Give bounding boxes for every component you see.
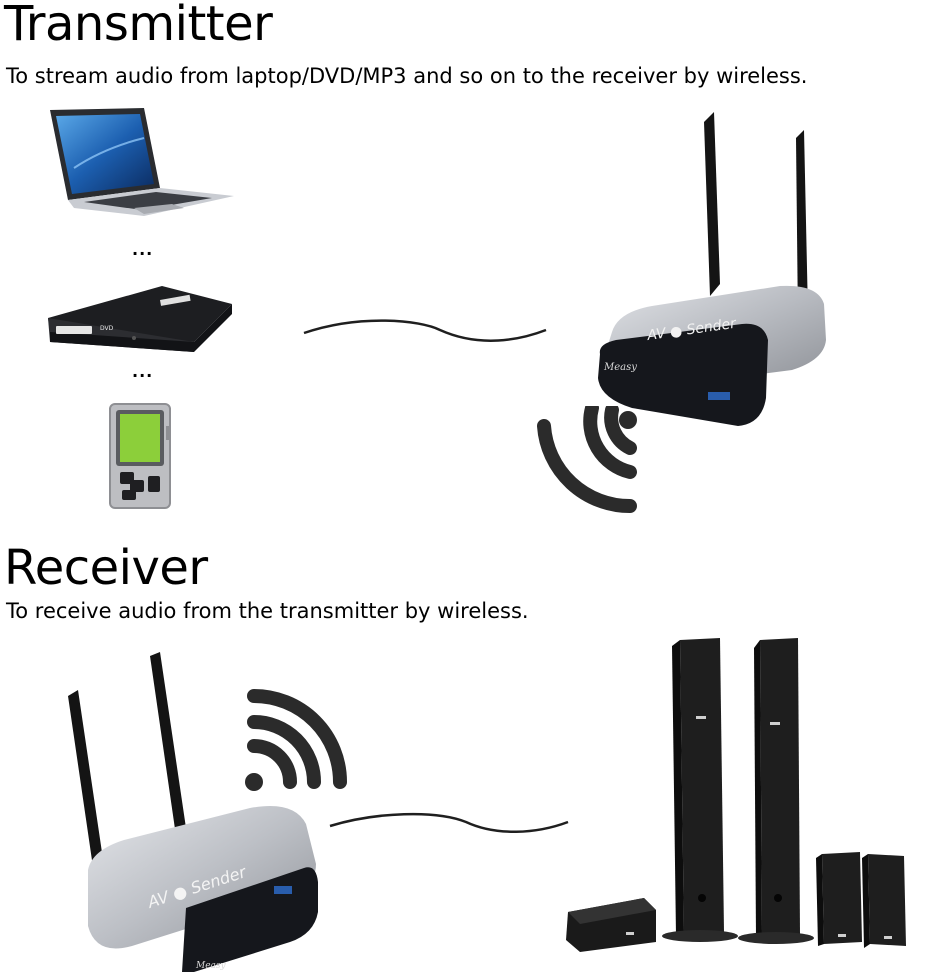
wireless-signal-icon bbox=[245, 689, 347, 791]
receiver-device: AV ● Sender Measy bbox=[68, 652, 318, 972]
laptop-icon bbox=[50, 108, 234, 216]
wireless-signal-icon bbox=[537, 406, 637, 514]
device-brand: Measy bbox=[603, 362, 637, 373]
separator-dots: ... bbox=[132, 240, 154, 259]
transmitter-device: Measy AV ● Sender bbox=[598, 112, 826, 426]
connection-line bbox=[329, 812, 569, 833]
transmitter-title: Transmitter bbox=[4, 0, 273, 52]
transmitter-description: To stream audio from laptop/DVD/MP3 and … bbox=[6, 64, 808, 88]
separator-dots: ... bbox=[132, 362, 154, 381]
device-brand: Measy bbox=[195, 961, 227, 971]
svg-text:DVD: DVD bbox=[100, 325, 114, 332]
mp3-player-icon bbox=[109, 403, 171, 509]
speaker-system-icon bbox=[566, 638, 906, 952]
receiver-title: Receiver bbox=[4, 540, 208, 596]
dvd-drive-icon: DVD bbox=[48, 286, 232, 352]
receiver-description: To receive audio from the transmitter by… bbox=[6, 599, 529, 623]
connection-line bbox=[303, 319, 547, 342]
